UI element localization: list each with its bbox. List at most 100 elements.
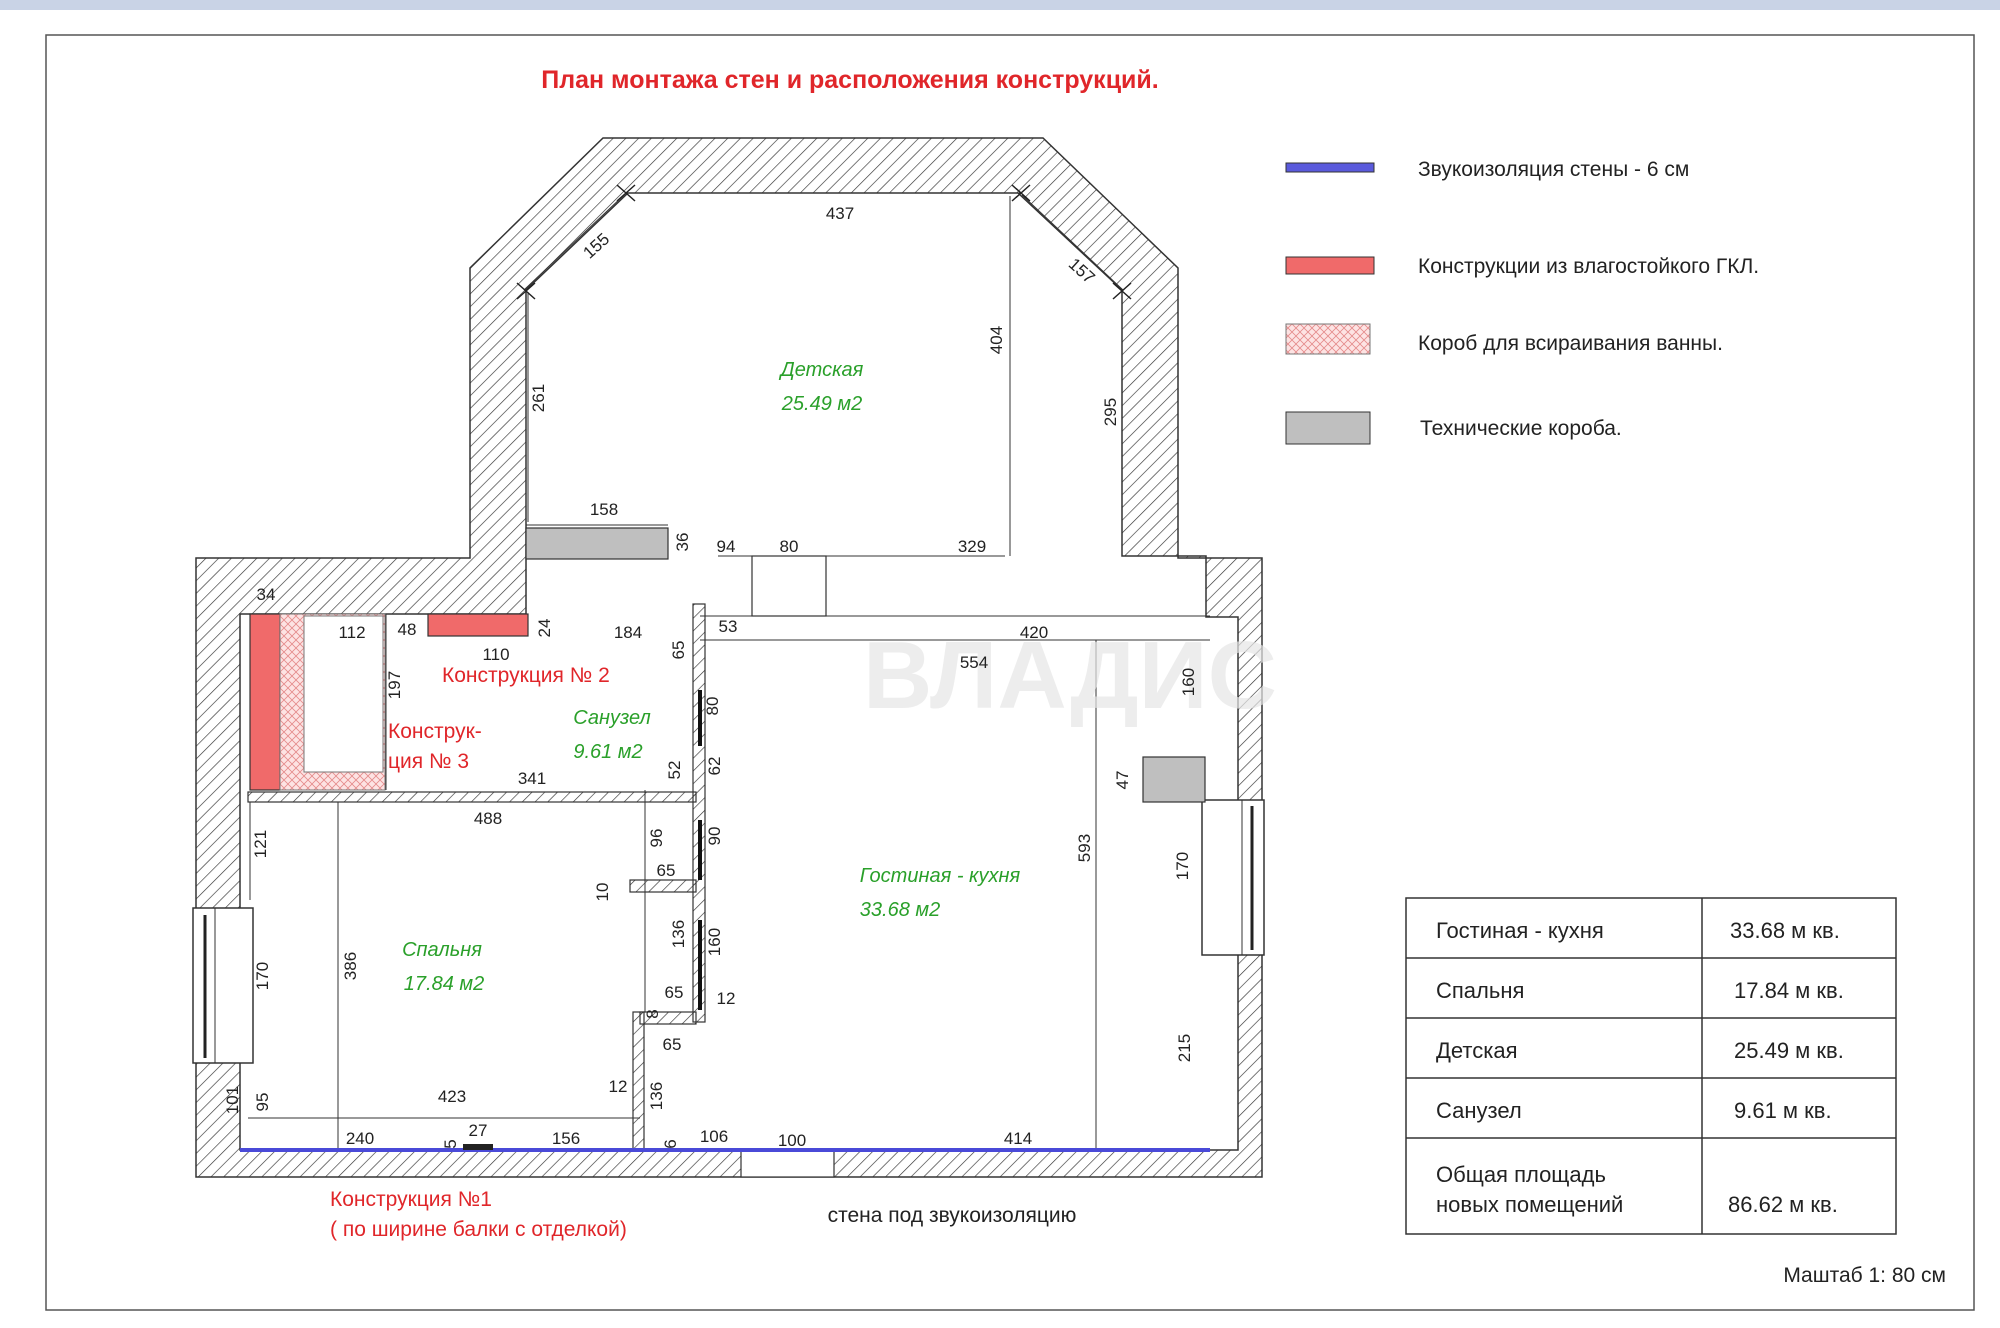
dim-215: 215 [1175, 1034, 1194, 1062]
construction-3-label-1: Конструк- [388, 720, 482, 743]
room-labels: Детская 25.49 м2 Санузел 9.61 м2 Гостина… [402, 359, 1020, 995]
top-strip [0, 0, 2000, 10]
dim-414: 414 [1004, 1129, 1032, 1148]
dim-65b: 65 [657, 861, 676, 880]
dim-96: 96 [647, 829, 666, 848]
dim-65c: 65 [665, 983, 684, 1002]
table-room-2: Детская [1436, 1038, 1518, 1063]
dim-52: 52 [665, 761, 684, 780]
table-area-2: 25.49 м кв. [1734, 1038, 1844, 1063]
table-room-total-line2: новых помещений [1436, 1192, 1623, 1217]
dim-121: 121 [251, 830, 270, 858]
dim-136a: 136 [669, 920, 688, 948]
dim-197: 197 [385, 671, 404, 699]
wall-note: стена под звукоизоляцию [828, 1204, 1077, 1227]
room-gostinaya-name: Гостиная - кухня [860, 865, 1021, 887]
dim-341: 341 [518, 769, 546, 788]
dim-170b: 170 [253, 962, 272, 990]
legend-label-tech: Технические короба. [1420, 417, 1622, 440]
dim-10: 10 [593, 883, 612, 902]
room-detskaya-name: Детская [779, 359, 864, 381]
dim-110: 110 [482, 645, 509, 664]
dim-158: 158 [590, 500, 618, 519]
dim-156: 156 [552, 1129, 580, 1148]
dim-329: 329 [958, 537, 986, 556]
scale-label: Маштаб 1: 80 см [1783, 1264, 1946, 1287]
legend-pink-hatch-icon [1285, 323, 1371, 355]
dim-94: 94 [717, 537, 736, 556]
table-area-3: 9.61 м кв. [1734, 1098, 1832, 1123]
dim-100: 100 [778, 1131, 806, 1150]
construction-3-gkl [249, 613, 281, 791]
dimension-lines [248, 192, 1210, 1148]
dim-48: 48 [398, 620, 417, 639]
construction-3-label-2: ция № 3 [388, 750, 469, 773]
dim-12b: 12 [609, 1077, 628, 1096]
construction-2-gkl [427, 613, 529, 637]
dim-53: 53 [719, 617, 738, 636]
construction-2-label: Конструкция № 2 [442, 664, 610, 687]
table-room-0: Гостиная - кухня [1436, 918, 1604, 943]
room-sanuzel-name: Санузел [573, 707, 651, 729]
room-spalnya-name: Спальня [402, 939, 482, 961]
legend: Звукоизоляция стены - 6 см Конструкции и… [1285, 158, 1759, 445]
table-area-1: 17.84 м кв. [1734, 978, 1844, 1003]
construction-1-label-2: ( по ширине балки с отделкой) [330, 1218, 627, 1241]
dim-554: 554 [960, 653, 988, 672]
dim-488: 488 [474, 809, 502, 828]
table-area-0: 33.68 м кв. [1730, 918, 1840, 943]
tech-box-right [1142, 756, 1206, 803]
dim-8: 8 [643, 1009, 662, 1018]
bath-box [279, 613, 386, 791]
dim-6: 6 [661, 1139, 680, 1148]
dim-24: 24 [535, 619, 554, 638]
legend-label-sound: Звукоизоляция стены - 6 см [1418, 158, 1689, 181]
table-room-1: Спальня [1436, 978, 1524, 1003]
dim-34: 34 [257, 585, 276, 604]
dim-65a: 65 [669, 641, 688, 660]
dim-106: 106 [700, 1127, 728, 1146]
dim-295: 295 [1101, 398, 1120, 426]
table-area-total: 86.62 м кв. [1728, 1192, 1838, 1217]
room-gostinaya-area: 33.68 м2 [860, 899, 940, 921]
plan-title: План монтажа стен и расположения констру… [541, 66, 1159, 94]
dim-160b: 160 [705, 928, 724, 956]
dim-184: 184 [614, 623, 642, 642]
beam-marker [463, 1144, 493, 1150]
table-room-3: Санузел [1436, 1098, 1522, 1123]
dim-437: 437 [826, 204, 854, 223]
dim-90: 90 [705, 827, 724, 846]
dim-62: 62 [705, 757, 724, 776]
dim-95: 95 [253, 1093, 272, 1112]
legend-blue-line-icon [1285, 162, 1375, 173]
dim-593: 593 [1075, 834, 1094, 862]
dim-136b: 136 [647, 1082, 666, 1110]
dim-112: 112 [338, 623, 365, 642]
window-right [1201, 799, 1265, 956]
legend-label-gkl: Конструкции из влагостойкого ГКЛ. [1418, 255, 1759, 278]
dim-65d: 65 [663, 1035, 682, 1054]
legend-grey-box-icon [1285, 411, 1371, 445]
dimension-ticks [516, 184, 1132, 300]
room-spalnya-area: 17.84 м2 [404, 973, 484, 995]
dim-423: 423 [438, 1087, 466, 1106]
construction-labels: Конструкция № 2 Конструк- ция № 3 Констр… [330, 664, 627, 1241]
dim-261: 261 [529, 384, 548, 412]
dim-80b: 80 [703, 697, 722, 716]
dim-27: 27 [469, 1121, 488, 1140]
dimension-labels: 437 155 157 261 404 295 158 36 94 80 329… [223, 204, 1198, 1150]
dim-160a: 160 [1179, 668, 1198, 696]
legend-red-box-icon [1285, 256, 1375, 275]
tech-box-top [525, 527, 669, 560]
window-left [192, 907, 254, 1064]
dim-404: 404 [987, 326, 1006, 354]
legend-label-bath: Короб для всираивания ванны. [1418, 332, 1723, 355]
dim-5: 5 [441, 1139, 460, 1148]
room-detskaya-area: 25.49 м2 [781, 393, 862, 415]
dim-36: 36 [673, 533, 692, 552]
dim-12a: 12 [717, 989, 736, 1008]
construction-1-label-1: Конструкция №1 [330, 1188, 492, 1211]
watermark-text: ВЛАДИС [863, 622, 1277, 729]
area-table: Гостиная - кухня 33.68 м кв. Спальня 17.… [1405, 897, 1897, 1235]
